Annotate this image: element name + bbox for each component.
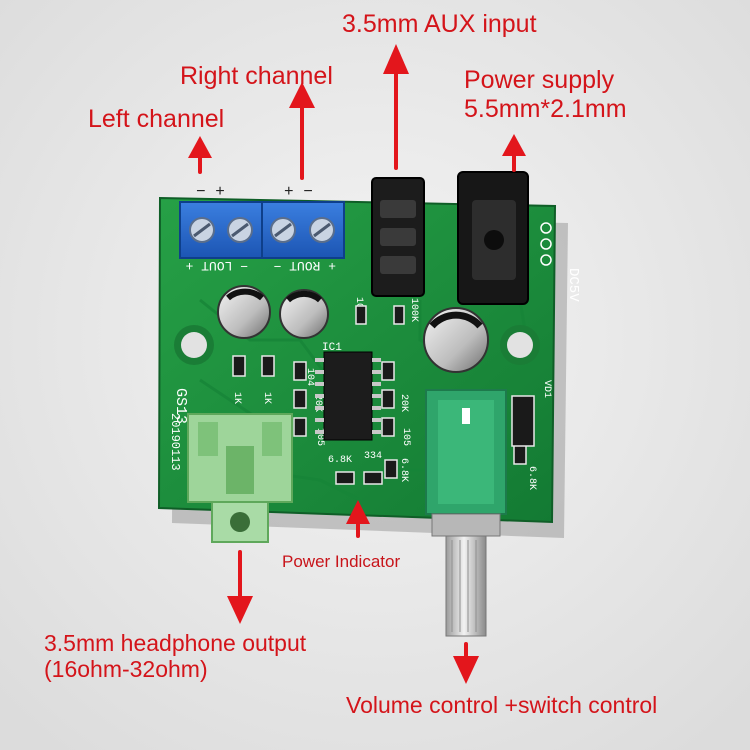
arrow-aux [383,44,409,170]
silk-rout: + ROUT − [273,258,336,273]
silk-vd1: VD1 [541,380,552,398]
arrow-power-supply [502,134,526,172]
silk-68k-b: 6.8K [398,458,409,482]
smd-components [232,305,535,485]
power-indicator-label: Power Indicator [282,552,401,571]
silk-68k-a: 6.8K [328,455,352,466]
silk-334: 334 [364,451,382,462]
aux-input-jack [371,177,425,297]
silk-105-a: 105 [314,428,325,446]
silk-105-b: 105 [400,428,411,446]
capacitor-right [423,307,489,373]
volume-potentiometer [425,389,507,637]
arrows [188,44,526,684]
silk-model: GS13 [172,388,189,424]
headphone-output-label: 3.5mm headphone output (16ohm-32ohm) [44,630,306,683]
amplifier-ic [315,351,381,441]
headphone-line1: 3.5mm headphone output [44,630,307,656]
left-channel-label: Left channel [88,105,225,133]
power-supply-line2: 5.5mm*2.1mm [464,94,627,123]
screw-terminal-right [261,201,345,259]
dc-power-jack [457,171,529,305]
volume-control-label: Volume control +switch control [346,692,658,718]
arrow-power-indicator [346,500,370,538]
silk-date: 20190113 [168,413,182,471]
silk-terminal-marks-left: − + [196,183,225,201]
arrow-left-channel [188,136,212,174]
capacitor-left [217,285,271,339]
silk-dc5v: DC5V [565,268,581,302]
silk-20k-b: 20K [398,394,409,412]
aux-input-label: 3.5mm AUX input [342,10,537,38]
arrow-headphone [227,550,253,624]
capacitor-middle [279,289,329,339]
silk-100k-b: 100K [408,298,419,322]
right-channel-label: Right channel [180,62,333,90]
arrow-right-channel [289,82,315,180]
silk-1k-b: 1K [261,392,272,404]
silk-20k-a: 20K [312,394,323,412]
mounting-holes [174,325,540,365]
power-supply-line1: Power supply [464,66,615,94]
silk-68k-c: 6.8K [526,466,537,490]
silk-ic1: IC1 [322,342,342,354]
headphone-line2: (16ohm-32ohm) [44,656,208,683]
dc-polarity-symbol [540,222,552,266]
silk-lout: − LOUT + [185,258,248,273]
power-supply-label: Power supply 5.5mm*2.1mm [464,66,627,124]
screw-terminal-left [179,201,263,259]
arrow-volume [453,642,479,684]
silk-1k-a: 1K [231,392,242,404]
silk-104: 104 [304,368,315,386]
headphone-output-jack [187,413,293,543]
silk-terminal-marks-right: + − [284,183,313,201]
